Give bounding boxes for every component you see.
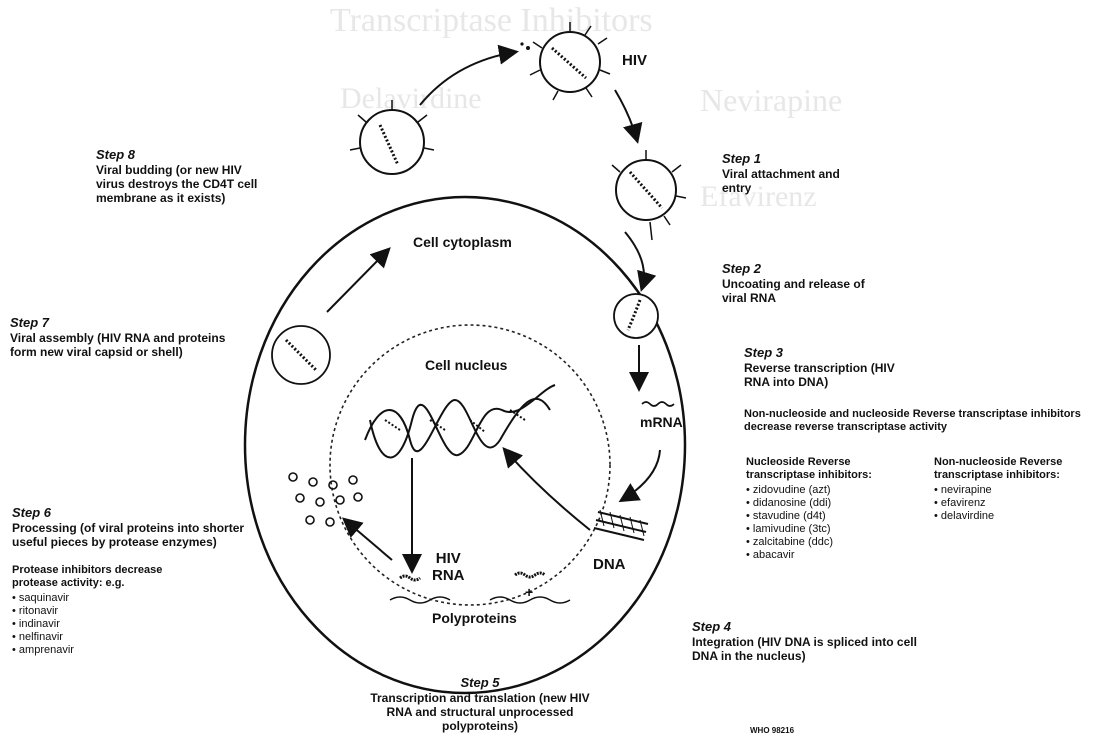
cell-dna-helix — [365, 385, 555, 458]
protease-item: amprenavir — [12, 644, 182, 657]
step-3-title: Step 3 — [744, 346, 914, 360]
step-8-desc: Viral budding (or new HIV virus destroys… — [96, 163, 266, 205]
step-4-desc: Integration (HIV DNA is spliced into cel… — [692, 635, 942, 663]
step-3-desc: Reverse transcription (HIV RNA into DNA) — [744, 361, 914, 389]
protease-item: nelfinavir — [12, 631, 182, 644]
protease-item: ritonavir — [12, 605, 182, 618]
nnrti-item: efavirenz — [934, 497, 1090, 510]
nrti-item: zalcitabine (ddc) — [746, 536, 916, 549]
step-6-title: Step 6 — [12, 506, 262, 520]
nrti-item: didanosine (ddi) — [746, 497, 916, 510]
protease-list: saquinavir ritonavir indinavir nelfinavi… — [12, 592, 182, 657]
nnrti-heading: Non-nucleoside Reverse transcriptase inh… — [934, 456, 1090, 482]
nrti-list: zidovudine (azt) didanosine (ddi) stavud… — [746, 484, 916, 562]
step-3: Step 3 Reverse transcription (HIV RNA in… — [744, 346, 914, 389]
mrna-label: mRNA — [640, 414, 683, 430]
step-8: Step 8 Viral budding (or new HIV virus d… — [96, 148, 266, 205]
step-6: Step 6 Processing (of viral proteins int… — [12, 506, 262, 549]
protease-item: saquinavir — [12, 592, 182, 605]
step-8-title: Step 8 — [96, 148, 266, 162]
step-5-title: Step 5 — [370, 676, 590, 690]
protease-heading: Protease inhibitors decrease protease ac… — [12, 564, 182, 590]
nrti-block: Nucleoside Reverse transcriptase inhibit… — [746, 456, 916, 562]
step-6-desc: Processing (of viral proteins into short… — [12, 521, 262, 549]
assembly-capsid — [272, 326, 330, 384]
hiv-rna-label: HIV RNA — [432, 550, 465, 584]
rt-inhibitor-note: Non-nucleoside and nucleoside Reverse tr… — [744, 408, 1089, 434]
polyproteins-label: Polyproteins — [432, 610, 517, 626]
nnrti-list: nevirapine efavirenz delavirdine — [934, 484, 1090, 523]
processed-proteins — [289, 473, 362, 526]
attaching-virus — [612, 150, 686, 240]
polyprotein-chain — [390, 597, 450, 603]
hiv-rna-fragment — [400, 576, 420, 580]
step-5: Step 5 Transcription and translation (ne… — [370, 676, 590, 733]
step-2-desc: Uncoating and release of viral RNA — [722, 277, 892, 305]
budding-virus — [350, 100, 434, 174]
mrna-squiggle — [642, 402, 674, 406]
plus-sign: + — [525, 584, 533, 600]
step-4-title: Step 4 — [692, 620, 942, 634]
cytoplasm-label: Cell cytoplasm — [413, 234, 512, 250]
step-7-desc: Viral assembly (HIV RNA and proteins for… — [10, 331, 230, 359]
nrti-item: zidovudine (azt) — [746, 484, 916, 497]
hiv-label: HIV — [622, 52, 647, 69]
nrti-item: abacavir — [746, 549, 916, 562]
protease-block: Protease inhibitors decrease protease ac… — [12, 564, 182, 657]
step-2: Step 2 Uncoating and release of viral RN… — [722, 262, 892, 305]
nnrti-block: Non-nucleoside Reverse transcriptase inh… — [934, 456, 1090, 523]
nrti-item: stavudine (d4t) — [746, 510, 916, 523]
protease-item: indinavir — [12, 618, 182, 631]
nnrti-item: nevirapine — [934, 484, 1090, 497]
viral-dna — [594, 510, 648, 540]
dna-label: DNA — [593, 556, 626, 573]
uncoating-capsid — [614, 294, 658, 338]
step-7: Step 7 Viral assembly (HIV RNA and prote… — [10, 316, 230, 359]
step-1: Step 1 Viral attachment and entry — [722, 152, 852, 195]
nrti-item: lamivudine (3tc) — [746, 523, 916, 536]
step-1-title: Step 1 — [722, 152, 852, 166]
step-4: Step 4 Integration (HIV DNA is spliced i… — [692, 620, 942, 663]
step-1-desc: Viral attachment and entry — [722, 167, 852, 195]
nucleus-label: Cell nucleus — [425, 357, 507, 373]
step-2-title: Step 2 — [722, 262, 892, 276]
hiv-rna-fragment — [515, 573, 545, 577]
step-7-title: Step 7 — [10, 316, 230, 330]
virus-particle — [520, 22, 610, 100]
nnrti-item: delavirdine — [934, 510, 1090, 523]
nrti-heading: Nucleoside Reverse transcriptase inhibit… — [746, 456, 916, 482]
credit-label: WHO 98216 — [750, 726, 794, 735]
step-5-desc: Transcription and translation (new HIV R… — [370, 691, 590, 733]
